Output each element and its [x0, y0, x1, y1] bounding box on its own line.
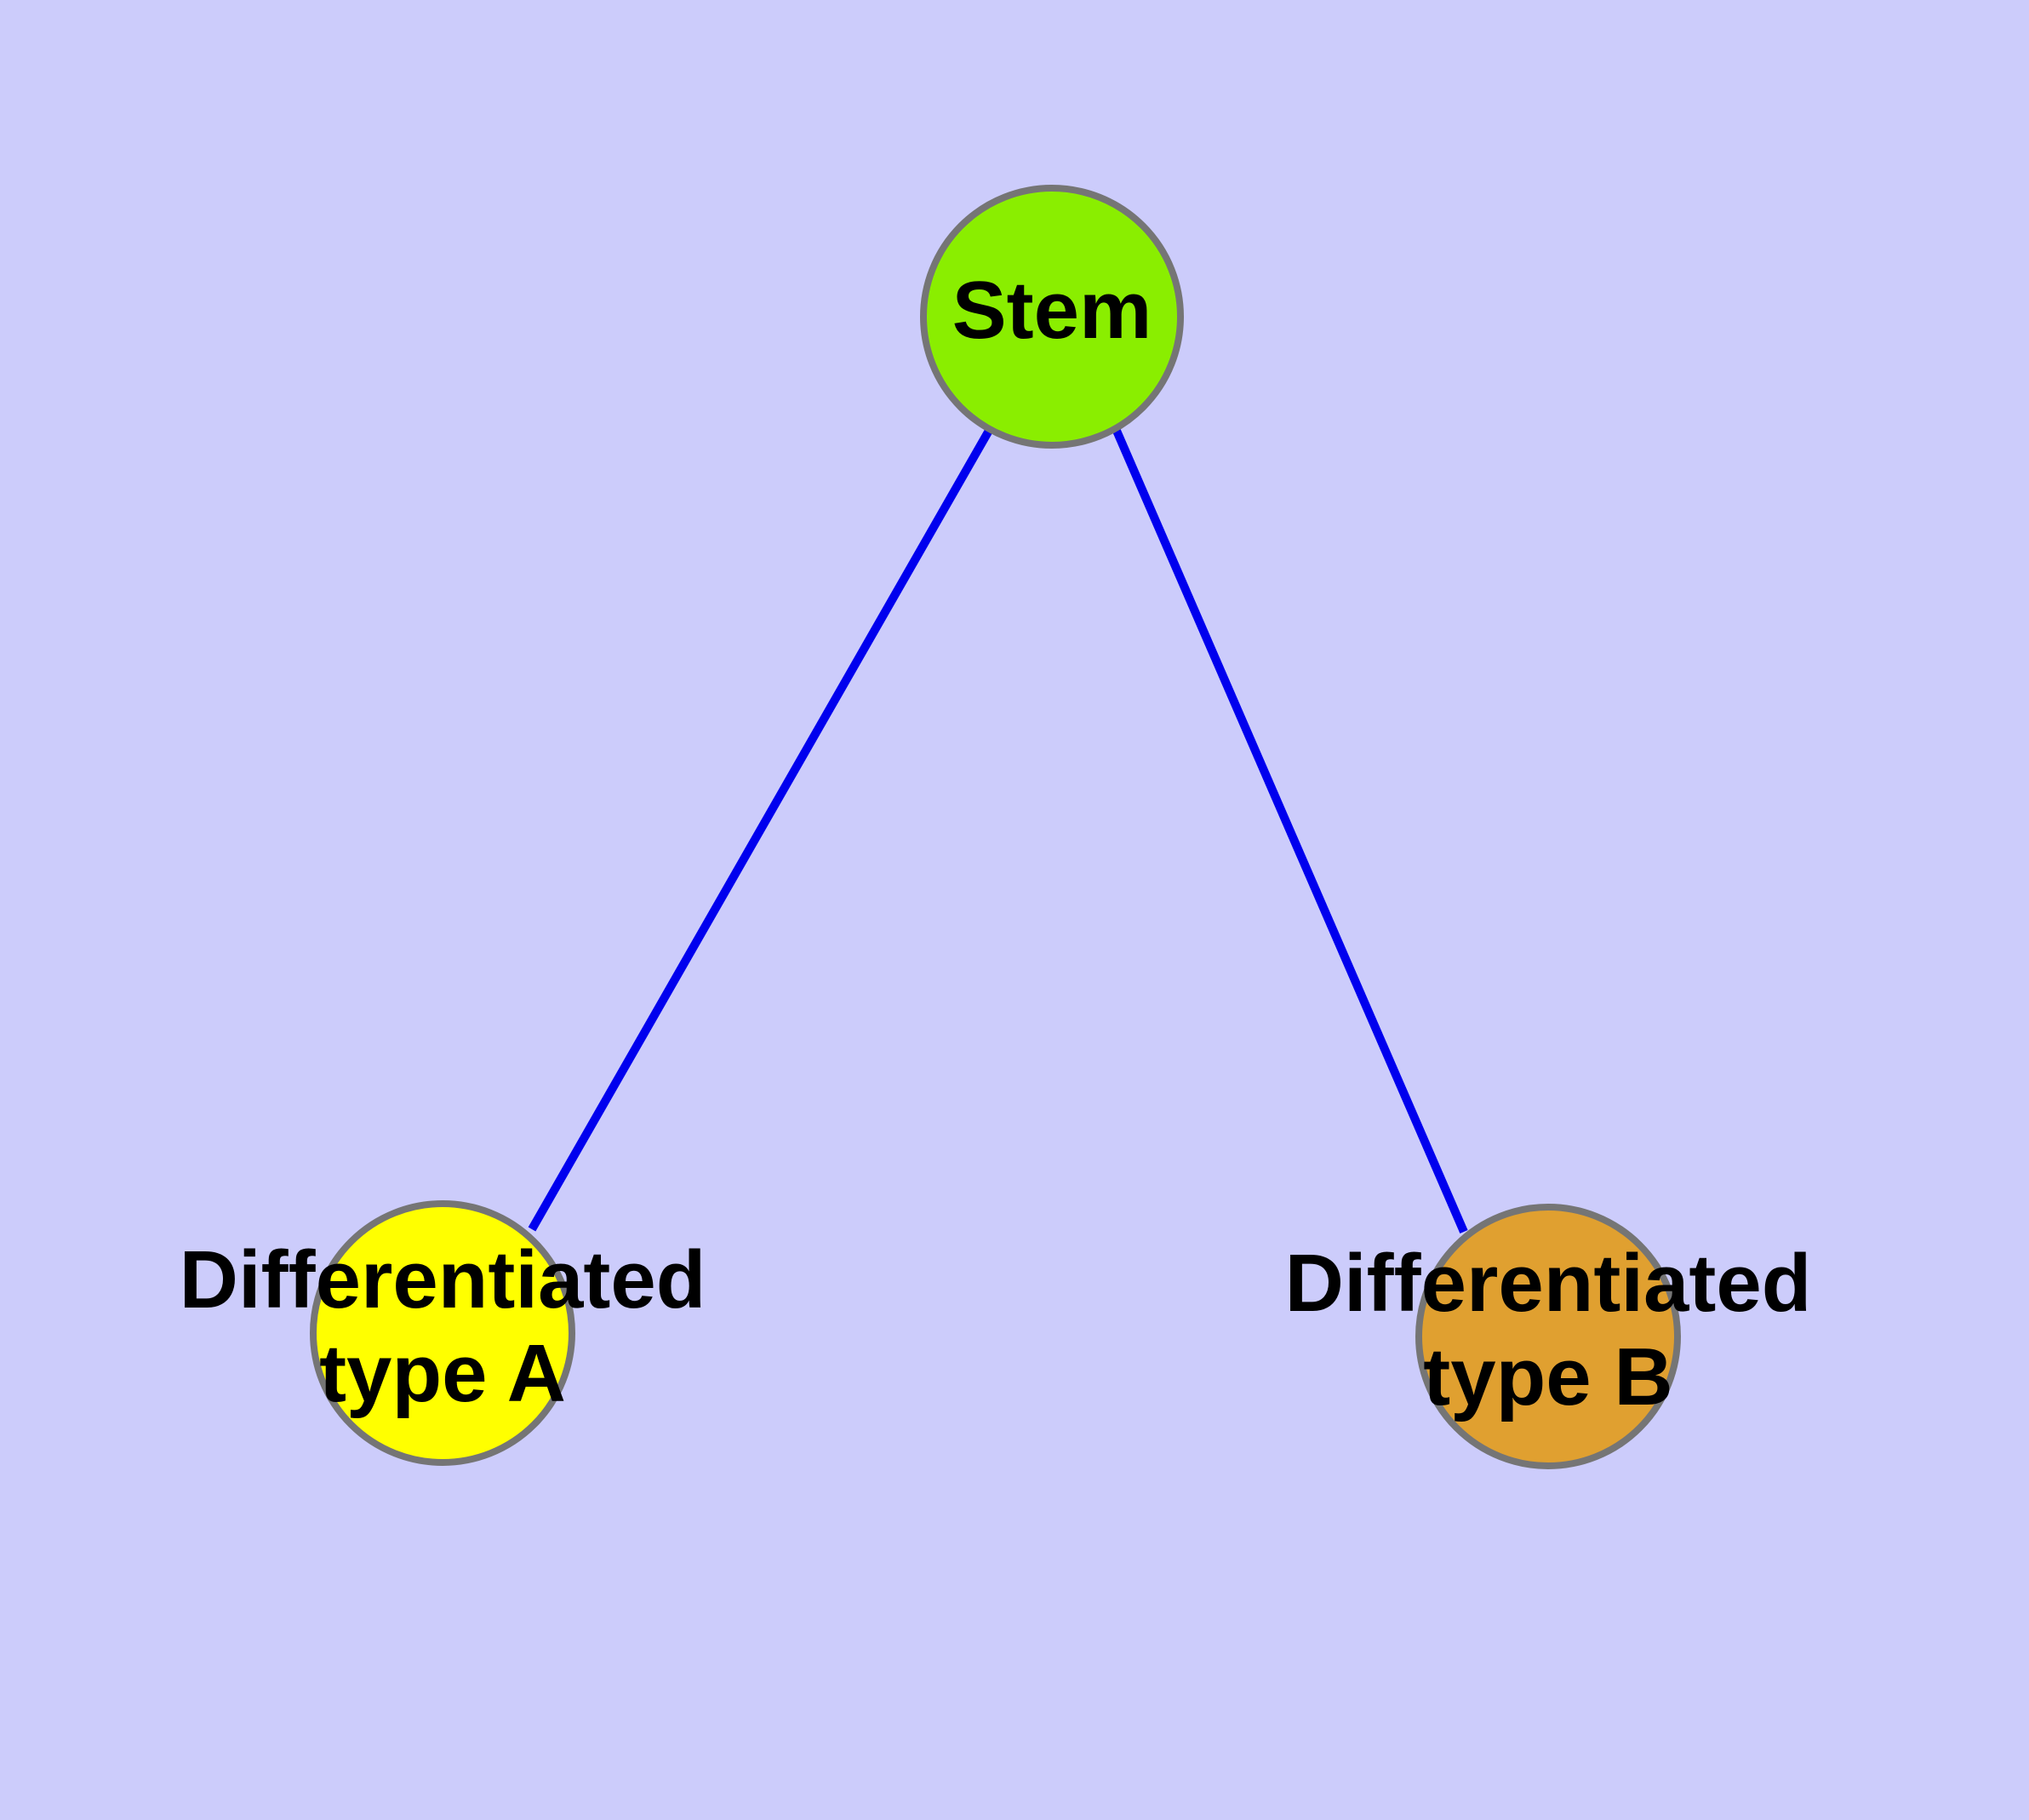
edge-layer — [528, 426, 1468, 1233]
node-stem[interactable] — [920, 185, 1184, 449]
node-layer — [310, 185, 1681, 1469]
edge-stem-to-differentiated-type-a[interactable] — [528, 426, 994, 1232]
edge-stem-to-differentiated-type-b[interactable] — [1112, 429, 1468, 1233]
node-stem-circle[interactable] — [920, 185, 1184, 449]
node-stem-label: Stem — [952, 265, 1152, 356]
node-differentiated-type-a-circle[interactable] — [310, 1200, 575, 1466]
node-differentiated-type-b-circle[interactable] — [1415, 1204, 1681, 1469]
node-differentiated-type-a[interactable] — [310, 1200, 575, 1466]
node-differentiated-type-b[interactable] — [1415, 1204, 1681, 1469]
